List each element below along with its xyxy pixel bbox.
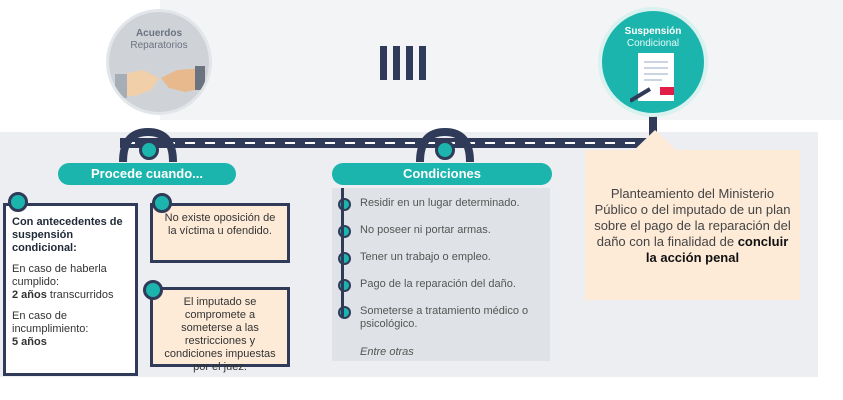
case1-value: 2 años — [12, 289, 47, 301]
condition-dot-5 — [338, 306, 351, 319]
case1-suffix: transcurridos — [46, 289, 114, 301]
speech-pointer — [628, 130, 682, 156]
condition-dot-4 — [338, 279, 351, 292]
condition-item-2: No poseer ni portar armas. — [360, 224, 491, 236]
condition-dot-2 — [338, 225, 351, 238]
road-node-left — [139, 140, 159, 160]
condition-item-1: Residir en un lugar determinado. — [360, 197, 520, 209]
antecedentes-box: Con antecedentes de suspensión condicion… — [3, 203, 138, 376]
condition-item-4: Pago de la reparación del daño. — [360, 278, 516, 290]
planteamiento-text: Planteamiento del Ministerio Público o d… — [594, 186, 791, 249]
road-connector-right — [649, 112, 657, 148]
background-top-panel — [160, 0, 843, 120]
road-arch-middle — [416, 127, 474, 163]
planteamiento-box: Planteamiento del Ministerio Público o d… — [585, 150, 800, 300]
suspension-title: Suspensión — [624, 26, 682, 37]
procede-cuando-header: Procede cuando... — [58, 163, 236, 185]
handshake-icon — [115, 66, 205, 98]
acuerdos-reparatorios-circle: Acuerdos Reparatorios — [106, 9, 212, 115]
opposition-box: No existe oposición de la víctima u ofen… — [150, 203, 290, 263]
road-node-middle — [435, 140, 455, 160]
document-signing-icon — [630, 53, 674, 103]
commitment-box: El imputado se compromete a someterse a … — [150, 287, 290, 373]
case2-text: En caso de incumplimiento:5 años — [12, 310, 89, 348]
commitment-node — [143, 280, 163, 300]
condition-dot-3 — [338, 252, 351, 265]
case1-text: En caso de haberla cumplido:2 años trans… — [12, 263, 114, 301]
suspension-condicional-circle: Suspensión Condicional — [598, 7, 708, 117]
acuerdos-subtitle: Reparatorios — [130, 40, 188, 51]
condition-item-3: Tener un trabajo o empleo. — [360, 251, 491, 263]
case2-value: 5 años — [12, 336, 47, 348]
condiciones-header: Condiciones — [332, 163, 552, 185]
condition-item-5: Someterse a tratamiento médico o psicoló… — [360, 305, 529, 330]
road-dashes — [125, 142, 655, 144]
antecedentes-node — [8, 192, 28, 212]
conditions-footer: Entre otras — [360, 346, 414, 358]
suspension-subtitle: Condicional — [626, 38, 680, 49]
conditions-panel: Residir en un lugar determinado. No pose… — [332, 188, 550, 361]
planteamiento-bold: concluir la acción penal — [645, 234, 789, 265]
road-arch-left — [119, 127, 177, 163]
antecedentes-heading: Con antecedentes de suspensión condicion… — [12, 216, 123, 254]
acuerdos-title: Acuerdos — [135, 28, 183, 39]
opposition-node — [152, 193, 172, 213]
condition-dot-1 — [338, 198, 351, 211]
roman-four-bars-icon — [380, 46, 426, 80]
conditions-connector — [341, 188, 344, 318]
